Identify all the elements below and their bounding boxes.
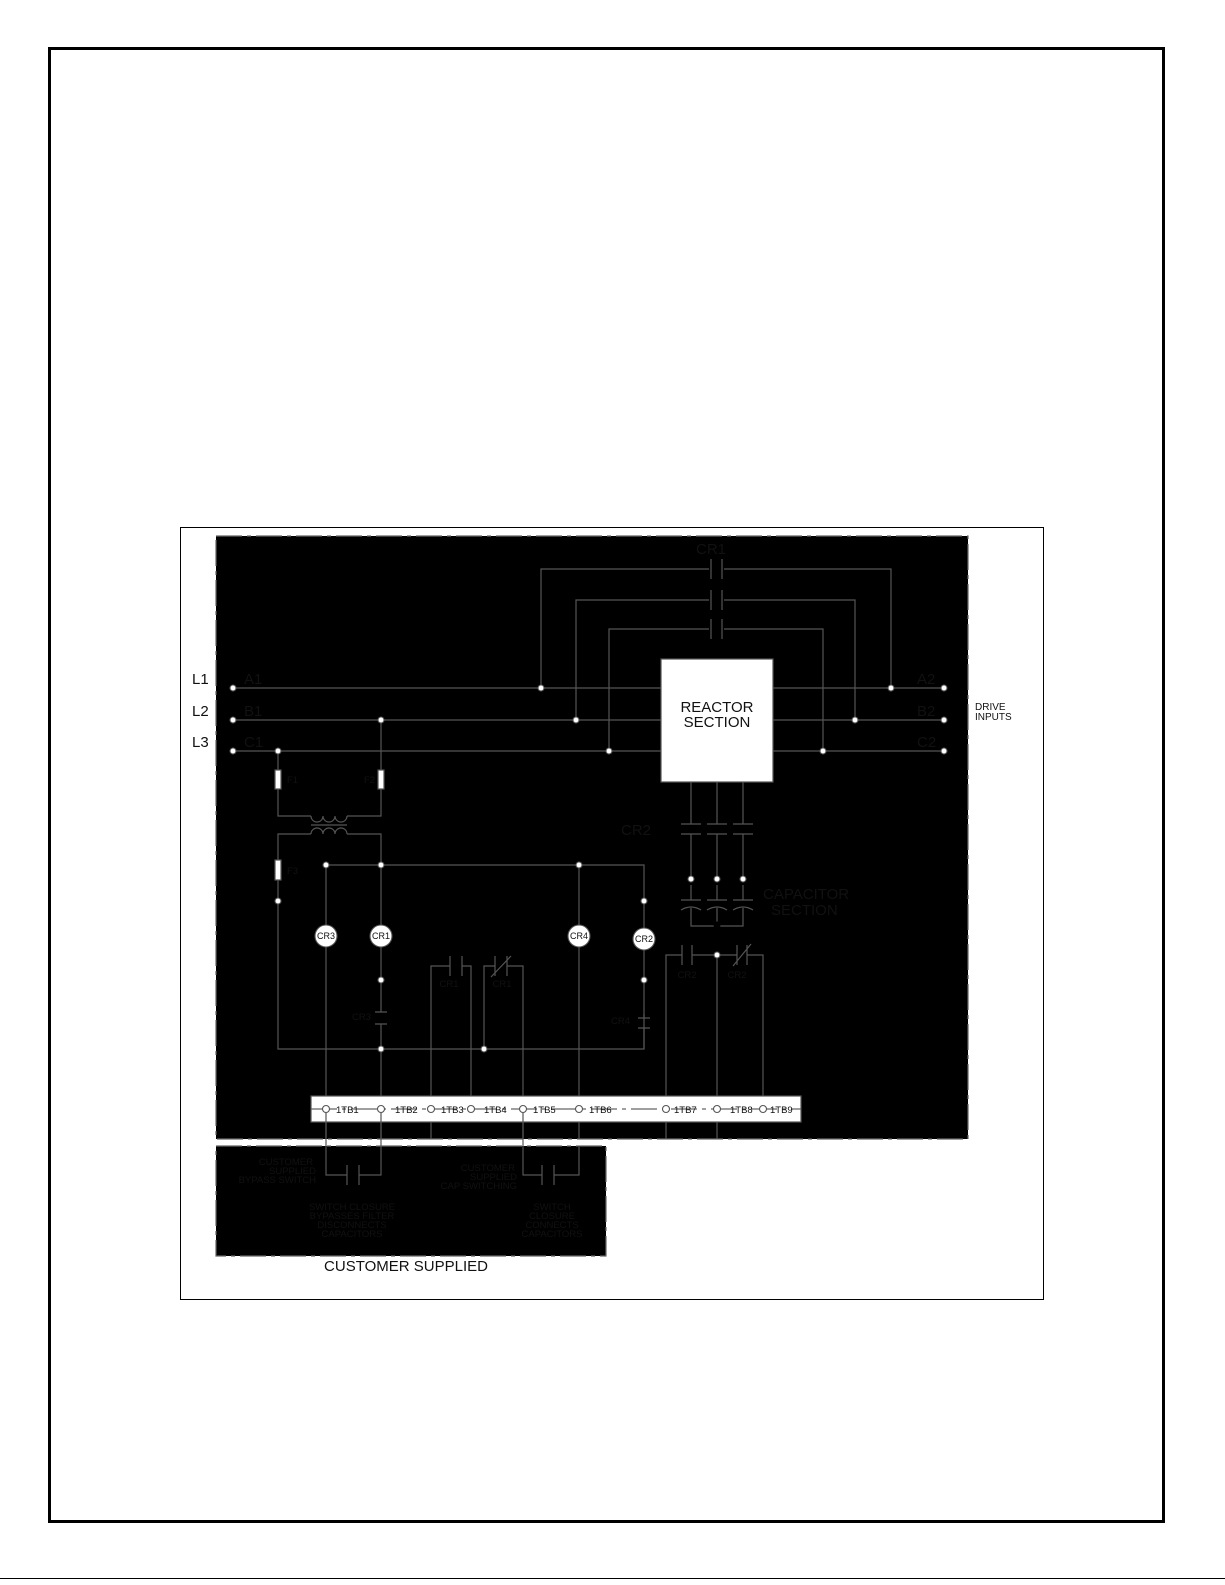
bypass-note-1: SWITCH CLOSURE [309,1202,395,1213]
transformer-secondary [310,827,348,835]
bypass-note-2: BYPASSES FILTER [310,1211,395,1222]
coil-cr2-label: CR2 [635,934,653,944]
coil-cr4 [567,924,591,948]
label-c2: C2 [917,734,936,751]
cr4-contact-label: CR4 [611,1016,630,1027]
capacitor-upper-leads [690,885,744,900]
fuse-f3-label: F3 [287,866,298,877]
cap-note-2: CLOSURE [529,1211,575,1222]
cr4-contact [638,980,650,1049]
cap-switch-wiring [522,1147,580,1176]
label-b1: B1 [244,703,262,720]
reactor-section-box [660,658,774,783]
capacitor-label-1: CAPACITOR [763,886,849,903]
page-border [48,47,1165,1523]
terminal-1tb4: 1TB4 [484,1105,507,1116]
fuse-f2-label: F2 [364,775,375,786]
capacitor-plates-bottom [680,906,754,911]
cr1-no-branch [430,965,472,1139]
bypass-note-4: CAPACITORS [322,1229,383,1240]
cr1-nc-symbol [490,955,512,978]
cap-label-2: SUPPLIED [470,1172,517,1183]
label-l2: L2 [192,703,209,720]
terminal-1tb8: 1TB8 [730,1105,753,1116]
transformer-primary [310,815,348,823]
drive-inputs-label-1: DRIVE [975,702,1006,713]
bypass-switch-wiring [325,1147,382,1176]
wiring-schematic: REACTOR SECTION CR1 L1 L2 L3 A1 B1 C1 A2… [192,535,1012,1275]
cr2-nc-label: CR2 [727,970,746,981]
cap-label-1: CUSTOMER [461,1163,515,1174]
cr1-nc-branch [483,965,524,1139]
cap-note-1: SWITCH [533,1202,571,1213]
terminal-circles [229,684,948,1114]
terminal-1tb6: 1TB6 [589,1105,612,1116]
drive-inputs-label-2: INPUTS [975,712,1012,723]
customer-supplied-title: CUSTOMER SUPPLIED [324,1258,488,1275]
reactor-label-2: SECTION [684,714,751,731]
coil-cr3-label: CR3 [317,931,335,941]
fuse-f3 [274,859,282,881]
cr2-cap-label: CR2 [621,822,651,839]
bottom-rule [0,1578,1225,1579]
label-l1: L1 [192,671,209,688]
secondary-to-bus [347,833,382,865]
cr1-no-label: CR1 [439,979,458,990]
label-c1: C1 [244,734,263,751]
cr1-bypass-phase-c [608,628,824,751]
terminal-1tb2: 1TB2 [395,1105,418,1116]
fuse-f1-label: F1 [287,775,298,786]
cap-label-3: CAP SWITCHING [441,1181,517,1192]
coil-cr1 [369,924,393,948]
reactor-label-1: REACTOR [680,699,753,716]
coil-cr3 [314,924,338,948]
terminal-1tb5: 1TB5 [533,1105,556,1116]
cr2-status-contacts [681,943,752,967]
terminal-customer-leads [325,1109,524,1147]
bypass-label-3: BYPASS SWITCH [239,1175,317,1186]
cap-note-4: CAPACITORS [522,1229,583,1240]
label-b2: B2 [917,703,935,720]
bypass-label-1: CUSTOMER [259,1157,313,1168]
coil-cr1-label: CR1 [372,931,390,941]
coil-cr4-label: CR4 [570,931,588,941]
terminal-1tb3: 1TB3 [441,1105,464,1116]
cr1-top-label: CR1 [696,541,726,558]
control-supply-bus [326,864,645,901]
cr1-bypass-phase-b [575,599,856,720]
cr2-status-branch [665,954,764,1139]
bypass-note-3: DISCONNECTS [317,1220,386,1231]
cr3-contact-symbol [375,1011,387,1025]
cap-note-3: CONNECTS [525,1220,578,1231]
cr1-nc-label: CR1 [492,979,511,990]
terminal-1tb9: 1TB9 [770,1105,793,1116]
star-point-dot [713,921,721,929]
cap-switch-symbol [541,1165,555,1185]
customer-supplied-outline [215,1145,607,1257]
fuse-f1 [274,769,282,790]
label-a2: A2 [917,671,935,688]
reactor-to-cap-leads [690,782,744,824]
cr1-bypass-phase-a [540,568,892,688]
label-l3: L3 [192,734,209,751]
label-a1: A1 [244,671,262,688]
terminal-1tb1: 1TB1 [336,1105,359,1116]
cap-feed-leads [690,834,744,879]
cr2-no-label: CR2 [677,970,696,981]
cr1-no-symbol [449,956,463,976]
coil-cr2 [632,927,656,951]
schematic-figure: REACTOR SECTION CR1 L1 L2 L3 A1 B1 C1 A2… [180,527,1044,1300]
cr1-contact-symbols [710,559,723,639]
f2-feed [347,720,382,817]
terminal-1tb7: 1TB7 [674,1105,697,1116]
fuse-f2 [377,769,385,790]
bypass-label-2: SUPPLIED [269,1166,316,1177]
bypass-switch-symbol [346,1165,360,1185]
cr3-contact-label: CR3 [352,1012,371,1023]
filter-enclosure-outline [215,535,969,1140]
capacitor-label-2: SECTION [771,902,838,919]
